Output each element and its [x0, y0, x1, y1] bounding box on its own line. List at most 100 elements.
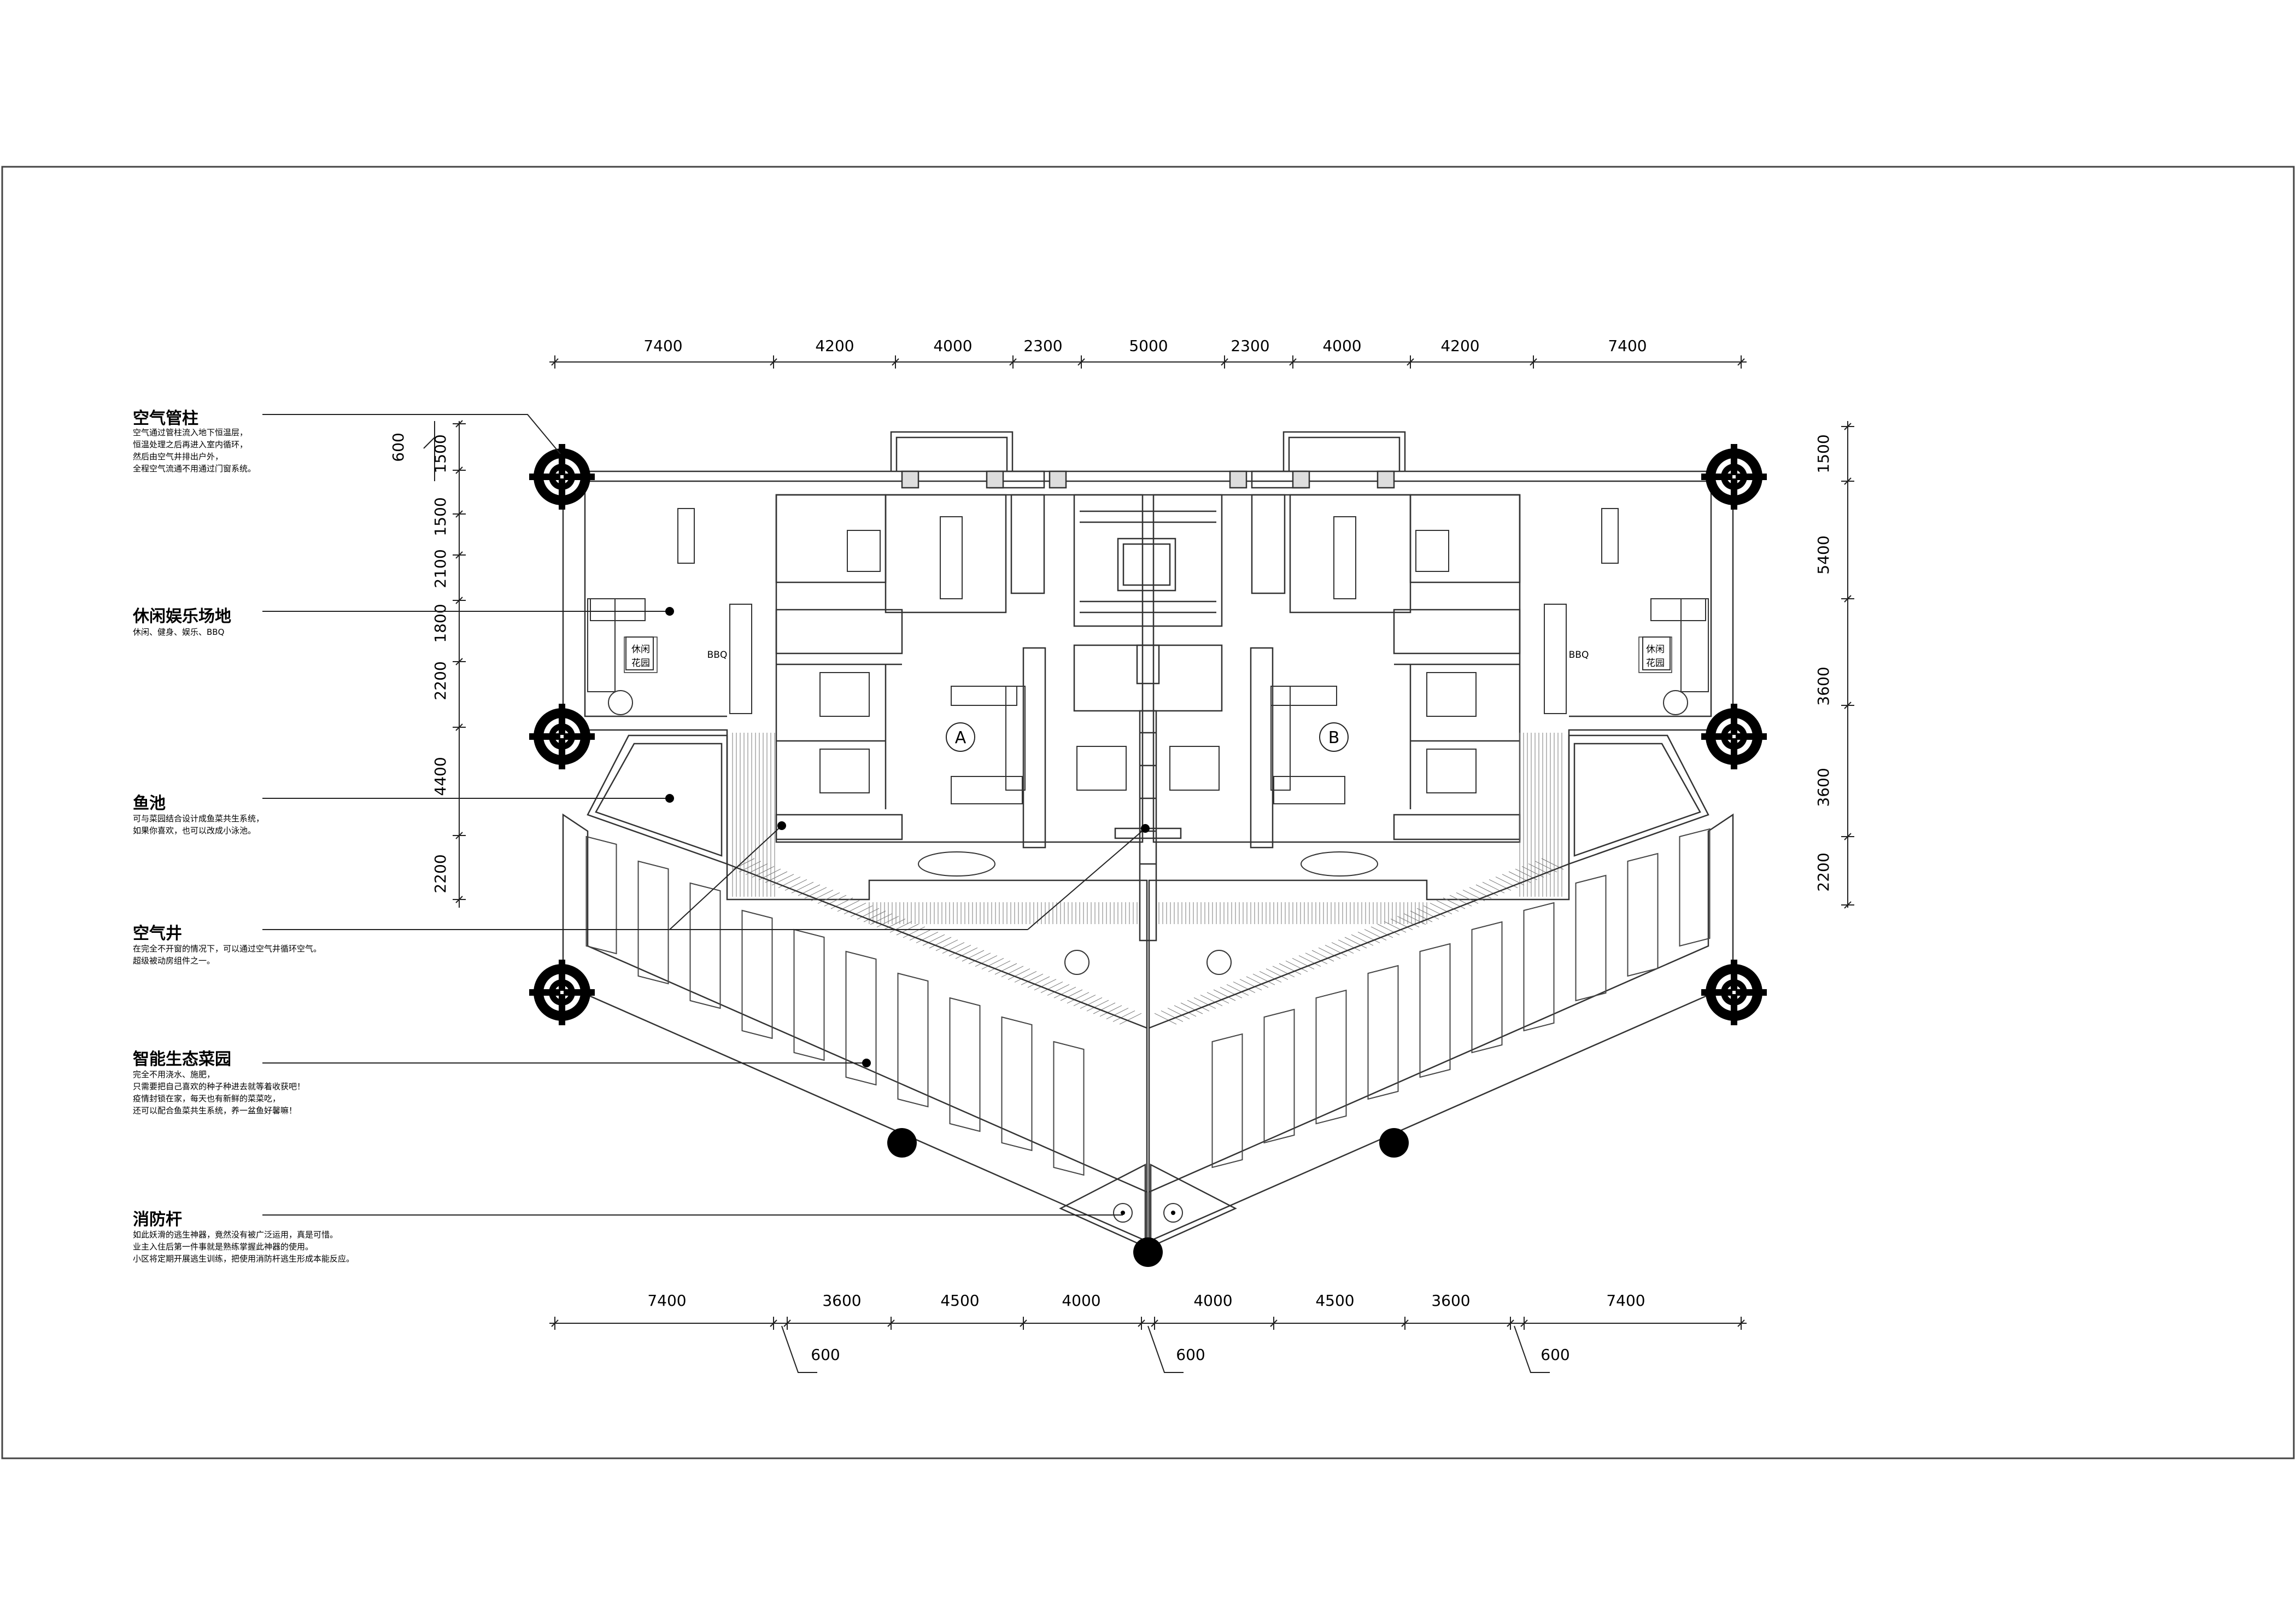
dim-left-1: 600 — [389, 433, 407, 462]
fish-pond-desc-line: 可与菜园结合设计成鱼菜共生系统， — [133, 814, 265, 823]
right-dimension-chain — [1841, 421, 1854, 909]
dim-right-2: 5400 — [1814, 535, 1832, 574]
unit-a-label: A — [955, 728, 967, 747]
fish-pond-desc-line: 如果你喜欢，也可以改成小泳池。 — [133, 826, 256, 836]
dim-bottom-7: 3600 — [1431, 1292, 1470, 1310]
air-pillar-icon — [529, 704, 595, 769]
dim-bottom-3: 4500 — [940, 1292, 979, 1310]
dim-left-4: 2100 — [431, 549, 449, 588]
air-pillar-desc-line: 然后由空气井排出户外， — [133, 452, 224, 462]
bottom-dimension-chain — [549, 1317, 1747, 1373]
furniture — [587, 508, 1709, 975]
unit-b-label: B — [1328, 728, 1340, 747]
garden-desc-line: 疫情封锁在家，每天也有新鲜的菜菜吃， — [133, 1094, 281, 1103]
dim-right-3: 3600 — [1814, 667, 1832, 705]
air-pillar-desc: 空气通过管柱流入地下恒温层， 恒温处理之后再进入室内循环， 然后由空气井排出户外… — [133, 427, 256, 475]
dim-top-5: 5000 — [1129, 337, 1168, 355]
unit-b-marker — [1319, 722, 1349, 752]
air-pillar-desc-line: 空气通过管柱流入地下恒温层， — [133, 428, 248, 437]
garden-label-right-2: 花园 — [1646, 658, 1665, 669]
plan-labels: 休闲 花园 休闲 花园 BBQ BBQ — [624, 636, 1672, 673]
dim-left-7: 4400 — [431, 757, 449, 796]
dim-bottom-2: 3600 — [822, 1292, 861, 1310]
air-pillar-desc-line: 全程空气流通不用通过门窗系统。 — [133, 464, 256, 474]
dim-top-6: 2300 — [1231, 337, 1269, 355]
garden-desc-line: 完全不用浇水、施肥， — [133, 1070, 215, 1079]
garden-label-right-1: 休闲 — [1646, 644, 1665, 655]
top-dimension-chain — [549, 355, 1747, 369]
left-dimension-chain — [423, 420, 466, 908]
air-pillar-icon — [1701, 960, 1767, 1025]
dim-top-7: 4000 — [1322, 337, 1361, 355]
top-dimension-labels: 7400 4200 4000 2300 5000 2300 4000 4200 … — [643, 337, 1647, 355]
air-well-title: 空气井 — [133, 924, 182, 943]
air-pillar-icon — [529, 444, 595, 510]
dim-left-8: 2200 — [431, 854, 449, 893]
left-dimension-labels: 600 1500 1500 2100 1800 2200 4400 2200 — [389, 433, 449, 893]
bbq-label-left: BBQ — [707, 650, 728, 661]
vegetable-garden — [562, 813, 1734, 1248]
fish-pond-desc: 可与菜园结合设计成鱼菜共生系统， 如果你喜欢，也可以改成小泳池。 — [133, 813, 264, 837]
dim-bottom-1: 7400 — [647, 1292, 686, 1310]
air-pillars — [529, 444, 1767, 1025]
leisure-desc: 休闲、健身、娱乐、BBQ — [133, 626, 224, 638]
air-pillar-title: 空气管柱 — [133, 409, 198, 428]
fire-pole-title: 消防杆 — [133, 1210, 182, 1229]
leisure-title: 休闲娱乐场地 — [133, 607, 231, 626]
bottom-dimension-labels: 7400 3600 4500 4000 4000 4500 3600 7400 … — [647, 1292, 1645, 1364]
fire-pole-desc-line: 如此妖滑的逃生神器，竟然没有被广泛运用，真是可惜。 — [133, 1230, 338, 1240]
fire-pole-desc: 如此妖滑的逃生神器，竟然没有被广泛运用，真是可惜。 业主入住后第一件事就是熟练掌… — [133, 1229, 354, 1265]
air-pillar-icon — [529, 960, 595, 1025]
air-well-desc: 在完全不开窗的情况下，可以通过空气井循环空气。 超级被动房组件之一。 — [133, 943, 321, 967]
right-dimension-labels: 1500 5400 3600 3600 2200 — [1814, 434, 1832, 891]
air-pillar-desc-line: 恒温处理之后再进入室内循环， — [133, 440, 248, 449]
dim-bottom-4: 4000 — [1062, 1292, 1100, 1310]
dim-top-9: 7400 — [1608, 337, 1647, 355]
garden-desc-line: 只需要把自己喜欢的种子种进去就等着收获吧！ — [133, 1082, 306, 1091]
fire-pole-desc-line: 小区将定期开展逃生训练，把使用消防杆逃生形成本能反应。 — [133, 1254, 355, 1264]
dim-right-1: 1500 — [1814, 434, 1832, 473]
dim-left-3: 1500 — [431, 497, 449, 536]
leader-lines — [262, 414, 1146, 1216]
unit-markers: A B — [946, 722, 1349, 752]
garden-label-left-2: 花园 — [631, 658, 650, 669]
unit-a-marker — [946, 722, 975, 752]
terrace-hatch — [732, 733, 1564, 1025]
dim-top-1: 7400 — [643, 337, 682, 355]
fire-poles — [887, 1128, 1409, 1267]
air-pillar-icon — [1701, 444, 1767, 510]
dim-bottom-5: 4000 — [1193, 1292, 1232, 1310]
dim-bottom-6: 4500 — [1315, 1292, 1354, 1310]
sheet-border — [1, 166, 2295, 1459]
dim-left-5: 1800 — [431, 604, 449, 642]
dim-offset-1: 600 — [811, 1346, 840, 1364]
dim-top-8: 4200 — [1440, 337, 1479, 355]
leader-dots — [665, 607, 1150, 1067]
air-pillar-icon — [1701, 704, 1767, 769]
air-well-desc-line: 超级被动房组件之一。 — [133, 956, 215, 966]
fire-pole-bottom — [1133, 1237, 1163, 1267]
fish-pond-title: 鱼池 — [133, 794, 166, 813]
garden-desc: 完全不用浇水、施肥， 只需要把自己喜欢的种子种进去就等着收获吧！ 疫情封锁在家，… — [133, 1068, 305, 1117]
dim-top-4: 2300 — [1023, 337, 1062, 355]
leisure-desc-line: 休闲、健身、娱乐、BBQ — [133, 627, 225, 637]
building-outline — [562, 431, 1734, 1241]
fire-pole-left — [887, 1128, 917, 1158]
garden-beds — [585, 828, 1711, 1176]
fire-pole-right — [1379, 1128, 1409, 1158]
dim-offset-2: 600 — [1176, 1346, 1205, 1364]
dim-bottom-8: 7400 — [1606, 1292, 1645, 1310]
fire-pole-desc-line: 业主入住后第一件事就是熟练掌握此神器的使用。 — [133, 1242, 314, 1252]
dim-left-6: 2200 — [431, 661, 449, 700]
garden-title: 智能生态菜园 — [133, 1050, 231, 1069]
garden-label-left-1: 休闲 — [631, 644, 650, 655]
garden-desc-line: 还可以配合鱼菜共生系统，养一盆鱼好馨嘛！ — [133, 1106, 297, 1115]
dim-left-2: 1500 — [431, 434, 449, 473]
dim-right-4: 3600 — [1814, 768, 1832, 807]
bbq-label-right: BBQ — [1569, 650, 1589, 661]
dim-top-2: 4200 — [815, 337, 854, 355]
air-well-desc-line: 在完全不开窗的情况下，可以通过空气井循环空气。 — [133, 944, 322, 954]
dim-right-5: 2200 — [1814, 852, 1832, 891]
dim-top-3: 4000 — [933, 337, 972, 355]
